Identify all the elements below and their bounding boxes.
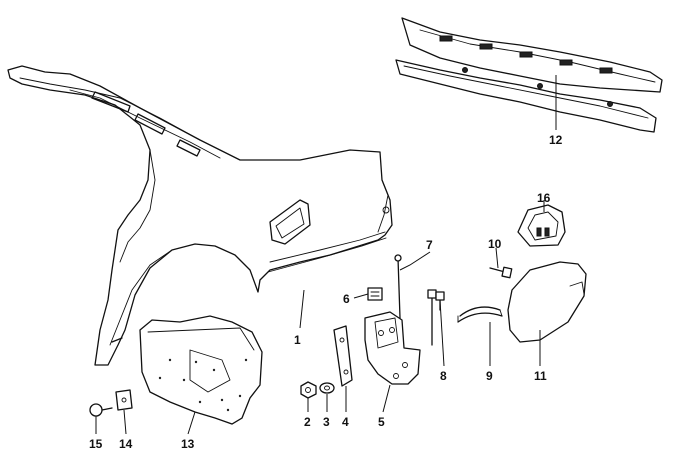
callout-2: 2: [304, 415, 311, 429]
callouts: 1 2 3 4 5 6 7 8 9 10 11 12 13 14 15 16: [89, 133, 563, 451]
callout-10: 10: [488, 237, 502, 251]
callout-3: 3: [323, 415, 330, 429]
callout-16: 16: [537, 191, 551, 205]
callout-7: 7: [426, 238, 433, 252]
side-panel: [7, 65, 393, 366]
strip-4: [333, 325, 353, 387]
clip-6: [367, 287, 383, 301]
callout-1: 1: [294, 333, 301, 347]
hinge-5: [364, 311, 421, 385]
clip-14: [115, 389, 133, 411]
callout-9: 9: [486, 369, 493, 383]
cross-member: [395, 17, 663, 133]
clip-9: [457, 306, 503, 323]
callout-8: 8: [440, 369, 447, 383]
leader-lines: [95, 75, 557, 435]
callout-11: 11: [534, 369, 547, 383]
rod-7: [394, 254, 402, 319]
callout-4: 4: [342, 415, 349, 429]
washer-3: [319, 382, 335, 394]
screw-10: [489, 266, 513, 279]
nut-2: [300, 381, 317, 399]
callout-13: 13: [181, 437, 195, 451]
callout-5: 5: [378, 415, 385, 429]
callout-14: 14: [119, 437, 133, 451]
callout-6: 6: [343, 292, 350, 306]
bolt-8: [427, 289, 445, 346]
callout-15: 15: [89, 437, 103, 451]
wheel-arch-liner: [139, 315, 263, 425]
bracket: [517, 204, 566, 247]
fuel-filler-flap: [507, 261, 587, 343]
callout-12: 12: [549, 133, 563, 147]
screw-15: [89, 403, 113, 417]
